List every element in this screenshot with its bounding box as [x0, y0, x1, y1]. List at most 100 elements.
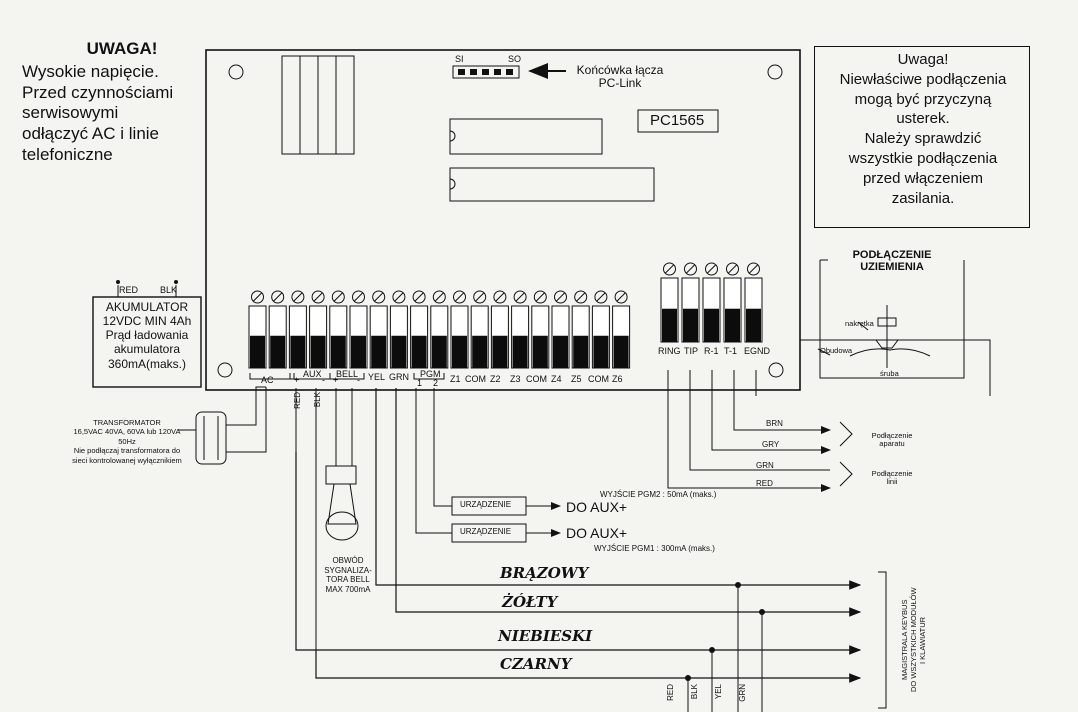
keybus-bus-label: MAGISTRALA KEYBUS DO WSZYSTKICH MODUŁÓW …: [900, 587, 927, 693]
keybus-label-grn: GRN: [738, 684, 747, 702]
phone-device-label: Podłączenie aparatu: [871, 431, 913, 448]
term-yel: YEL: [368, 372, 386, 382]
keybus-wire-brown: BRĄZOWY: [500, 564, 589, 582]
screw-terminal: [591, 290, 610, 369]
wiring-caution-box: [814, 46, 1030, 228]
ground-housing-label: Obudowa: [820, 346, 853, 355]
keybus-label-yel: YEL: [714, 684, 723, 700]
keybus-wire-black: CZARNY: [500, 655, 572, 673]
screw-terminal: [288, 290, 307, 369]
term-z1: Z1: [450, 374, 461, 384]
aux-wire-red: RED: [293, 392, 302, 409]
wire-red: RED: [756, 479, 773, 488]
board-model: PC1565: [650, 112, 705, 129]
screw-terminal: [511, 290, 530, 369]
term-z4: Z4: [551, 374, 562, 384]
wire-grn: GRN: [756, 461, 774, 470]
screw-terminal: [571, 290, 590, 369]
ground-connection-inset: [817, 259, 965, 379]
wire-gry: GRY: [762, 440, 780, 449]
battery-label: AKUMULATOR 12VDC MIN 4Ah Prąd ładowania …: [102, 300, 192, 371]
ground-title: PODŁĄCZENIE UZIEMIENIA: [830, 249, 954, 274]
phone-screw-terminal: [723, 262, 742, 343]
transformer-label: TRANSFORMATOR 16,5VAC 40VA, 60VA lub 120…: [72, 418, 182, 465]
bell-plus: +: [333, 375, 339, 385]
pgm1-caption: WYJŚCIE PGM1 : 300mA (maks.): [594, 544, 715, 553]
group-bell: BELL: [336, 369, 359, 379]
pc-link-label: Końcówka łącza PC-Link: [576, 63, 664, 90]
term-ring: RING: [658, 346, 681, 356]
group-pgm: PGM: [420, 369, 441, 379]
keybus-label-blk: BLK: [690, 684, 699, 700]
term-com: COM: [588, 374, 609, 384]
term-t1: T-1: [724, 346, 738, 356]
mounting-hole: [767, 64, 783, 80]
screw-terminal: [349, 290, 368, 369]
pgm1-device-label: URZĄDZENIE: [460, 527, 512, 536]
battery-terminal-red: RED: [119, 285, 139, 295]
aux-minus: -: [322, 375, 325, 385]
terminal-strip: [248, 290, 631, 369]
group-ac: AC: [261, 375, 274, 385]
phone-line-label: Podłączenie linii: [871, 469, 913, 486]
phone-screw-terminal: [681, 262, 700, 343]
screw-terminal: [531, 290, 550, 369]
board-model-box: [637, 109, 719, 133]
term-z3: Z3: [510, 374, 521, 384]
bell-minus: -: [357, 375, 360, 385]
ground-nut-label: nakrętka: [845, 319, 874, 328]
phone-terminal-strip: [660, 262, 763, 343]
term-com: COM: [526, 374, 547, 384]
battery-box: [92, 296, 202, 388]
term-tip: TIP: [684, 346, 699, 356]
siren-label: OBWÓD SYGNALIZA- TORA BELL MAX 700mA: [324, 556, 372, 594]
pgm2-caption: WYJŚCIE PGM2 : 50mA (maks.): [600, 490, 717, 499]
screw-terminal: [551, 290, 570, 369]
screw-terminal: [612, 290, 631, 369]
aux-wire-blk: BLK: [313, 392, 322, 408]
pc-link-header: [452, 65, 520, 79]
term-com: COM: [465, 374, 486, 384]
terminal-group-brackets: [249, 373, 445, 380]
pgm-1: 1: [417, 378, 423, 388]
term-z5: Z5: [571, 374, 582, 384]
pgm1-target: DO AUX+: [566, 525, 628, 541]
screw-terminal: [309, 290, 328, 369]
warning-title: UWAGA!: [86, 39, 158, 58]
pgm2-device-label: URZĄDZENIE: [460, 500, 512, 509]
screw-terminal: [248, 290, 267, 369]
phone-screw-terminal: [744, 262, 763, 343]
heatsink: [281, 55, 355, 155]
keybus-label-red: RED: [666, 684, 675, 701]
mounting-hole: [217, 362, 233, 378]
screw-terminal: [369, 290, 388, 369]
screw-terminal: [268, 290, 287, 369]
screw-terminal: [430, 290, 449, 369]
term-grn: GRN: [389, 372, 409, 382]
battery-terminal-blk: BLK: [160, 285, 178, 295]
screw-terminal: [389, 290, 408, 369]
pc-link-pin-so: SO: [508, 54, 522, 64]
keybus-bracket: [878, 571, 887, 709]
phone-screw-terminal: [660, 262, 679, 343]
ground-screw-label: śruba: [880, 369, 899, 378]
screw-terminal: [410, 290, 429, 369]
pgm2-target: DO AUX+: [566, 499, 628, 515]
transformer-symbol: [178, 386, 267, 465]
wiring-caution-text: Uwaga! Niewłaściwe podłączenia mogą być …: [839, 51, 1007, 207]
screw-terminal: [470, 290, 489, 369]
phone-screw-terminal: [702, 262, 721, 343]
term-egnd: EGND: [744, 346, 771, 356]
keybus-wire-blue: NIEBIESKI: [498, 627, 593, 645]
pc-link-pin-si: SI: [455, 54, 464, 64]
term-z2: Z2: [490, 374, 501, 384]
pgm-2: 2: [433, 378, 439, 388]
ic-chip: [449, 118, 603, 155]
siren-symbol: [325, 388, 359, 541]
screw-terminal: [450, 290, 469, 369]
aux-plus: +: [294, 375, 300, 385]
term-z6: Z6: [612, 374, 623, 384]
ic-chip: [449, 167, 655, 202]
screw-terminal: [490, 290, 509, 369]
